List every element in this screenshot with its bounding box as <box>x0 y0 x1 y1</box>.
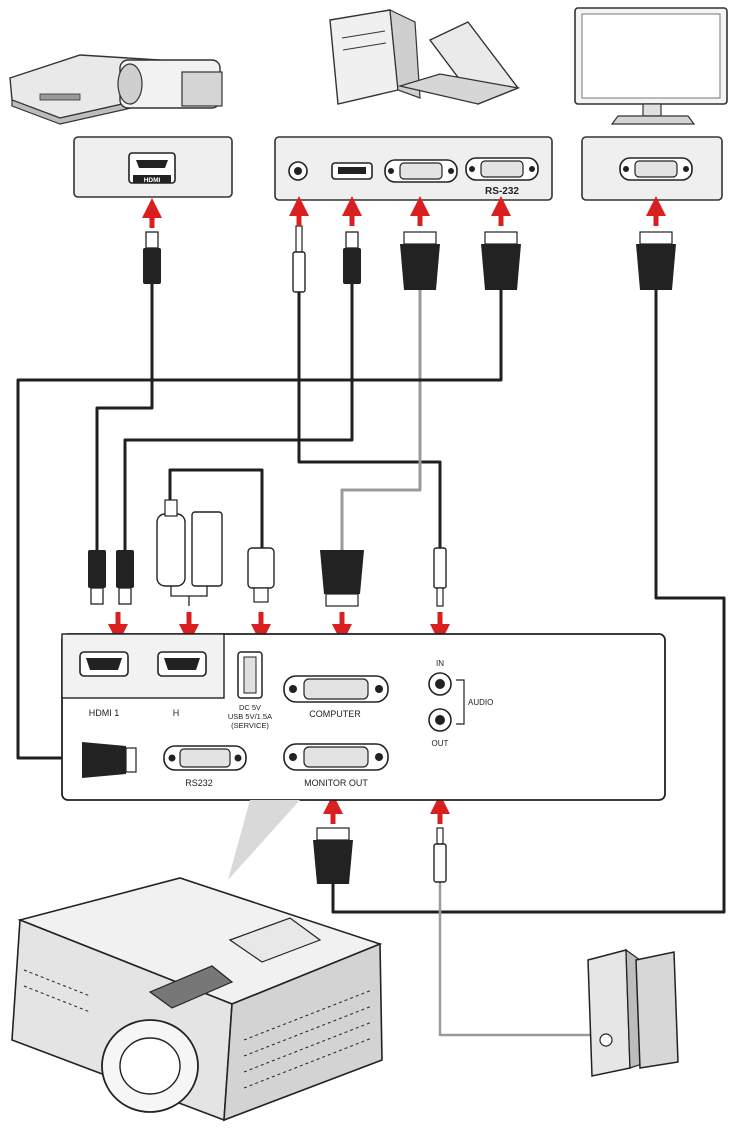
streaming-dongle-b <box>191 511 223 587</box>
usb-port-label-line3: (SERVICE) <box>231 721 269 730</box>
hdmi2-port-label: H <box>173 708 180 718</box>
usb-port-label-line1: DC 5V <box>239 703 261 712</box>
monitor-out-port-label: MONITOR OUT <box>304 778 368 788</box>
computer-in-port <box>283 675 389 703</box>
audio-out-label: OUT <box>432 739 449 748</box>
rs232-port-label-projector: RS232 <box>185 778 213 788</box>
computer-port-panel: RS-232 <box>274 136 553 201</box>
usb-plug <box>247 547 275 603</box>
audio-cable-speakers <box>438 878 592 1037</box>
projector-rear-panel: HDMI 1 H DC 5V USB 5V/1.5A (SERVICE) COM… <box>61 633 666 801</box>
usb-port-label-line2: USB 5V/1.5A <box>228 712 272 721</box>
monitor-port-panel <box>581 136 723 201</box>
usb-port <box>237 651 263 699</box>
vga-connector-monitor <box>636 231 676 290</box>
usb-dongle-cable <box>168 468 264 550</box>
rs232-cable <box>16 288 503 760</box>
audio-out-port <box>428 708 452 732</box>
rs232-connector-computer <box>481 231 521 290</box>
hdmi-cable-camcorder <box>95 280 154 552</box>
audio-plug-top <box>292 225 306 293</box>
projector-device <box>11 877 383 1122</box>
hdmi-cable-computer <box>123 280 354 552</box>
vga-cable-computer <box>340 288 422 552</box>
audio-in-port <box>428 672 452 696</box>
panel-callout-wedge <box>228 800 300 880</box>
streaming-dongle-a <box>156 499 186 587</box>
hdmi-connector-camcorder <box>143 231 161 284</box>
hdmi1-port-label: HDMI 1 <box>89 708 120 718</box>
desktop-computer-device <box>329 8 421 105</box>
vga-port <box>384 159 458 183</box>
vga-plug-monitor-out <box>313 827 353 884</box>
audio-group-label: AUDIO <box>468 698 493 707</box>
monitor-device <box>574 7 728 125</box>
audio-plug-in <box>433 547 447 607</box>
rs232-port-label: RS-232 <box>485 186 519 197</box>
monitor-cable <box>331 288 726 914</box>
vga-connector-computer <box>400 231 440 290</box>
audio-cable-computer <box>297 288 442 550</box>
hdmi-port-label: HDMI <box>144 177 161 184</box>
rs232-port-projector <box>163 745 247 771</box>
hdmi2-port <box>157 651 207 677</box>
computer-port-label: COMPUTER <box>309 709 361 719</box>
hdmi-connector-computer <box>343 231 361 284</box>
hdmi1-port <box>79 651 129 677</box>
camcorder-port-panel: HDMI <box>73 136 233 198</box>
rs232-plug <box>82 742 137 778</box>
rs232-port <box>465 157 539 181</box>
vga-plug-computer-in <box>320 550 364 607</box>
hdmi-plug-2 <box>116 550 134 605</box>
cables <box>16 280 726 1037</box>
monitor-out-port <box>283 743 389 771</box>
speakers-device <box>587 948 679 1077</box>
camcorder-device <box>9 54 223 125</box>
laptop-device <box>397 21 521 105</box>
audio-in-label: IN <box>436 659 444 668</box>
audio-plug-out <box>433 827 447 883</box>
hdmi-plug-1 <box>88 550 106 605</box>
